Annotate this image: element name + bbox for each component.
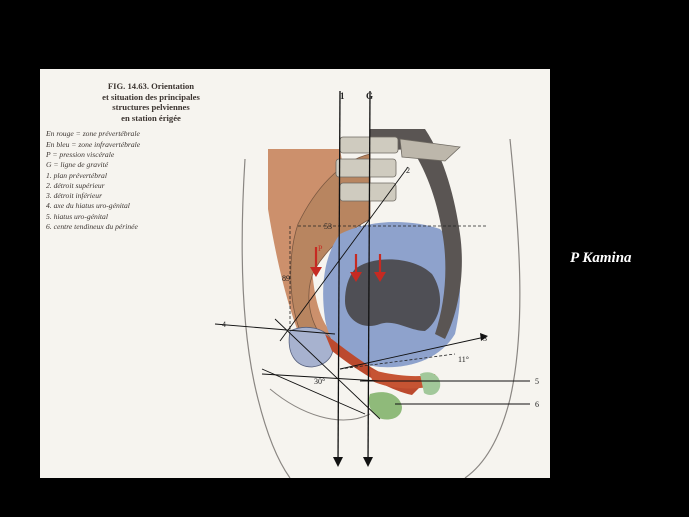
legend-line: P = pression viscérale — [46, 150, 256, 160]
label-11: 11° — [458, 355, 469, 364]
legend-line: En bleu = zone infravertébrale — [46, 140, 256, 150]
author-credit: P Kamina — [570, 250, 632, 267]
thigh-outline — [270, 389, 370, 420]
label-5: 5 — [535, 377, 539, 386]
label-30: 30° — [314, 377, 325, 386]
label-g: G — [366, 91, 373, 101]
vertebra-2 — [336, 159, 396, 177]
figure-legend: En rouge = zone prévertébrale En bleu = … — [46, 129, 256, 232]
line-1-arrowhead — [333, 457, 343, 467]
caption-line: structures pelviennes — [46, 102, 256, 113]
figure-caption: FIG. 14.63. Orientation et situation des… — [46, 81, 256, 232]
label-3: 3 — [483, 334, 487, 343]
caption-line: FIG. 14.63. Orientation — [46, 81, 256, 92]
vertebra-1 — [340, 137, 398, 153]
label-2: 2 — [406, 166, 410, 175]
vertebra-3 — [340, 183, 396, 201]
label-p: P — [318, 244, 323, 253]
visceral-mass — [345, 259, 440, 331]
anal-canal-green — [420, 372, 440, 395]
caption-line: et situation des principales — [46, 92, 256, 103]
line-30-b — [262, 369, 365, 414]
pelvis-figure: 1 G 53 89 P 11° 30° 2 3 4 5 6 FIG. 14.63… — [40, 69, 550, 478]
legend-line: 4. axe du hiatus uro-génital — [46, 201, 256, 211]
legend-line: En rouge = zone prévertébrale — [46, 129, 256, 139]
label-53: 53 — [324, 222, 332, 231]
legend-line: 1. plan prévertébral — [46, 171, 256, 181]
body-outline-back — [465, 139, 520, 478]
caption-title: FIG. 14.63. Orientation et situation des… — [46, 81, 256, 123]
perineal-center — [369, 392, 402, 419]
legend-line: 2. détroit supérieur — [46, 181, 256, 191]
legend-line: 6. centre tendineux du périnée — [46, 222, 256, 232]
caption-line: en station érigée — [46, 113, 256, 124]
label-4: 4 — [222, 320, 226, 329]
label-1: 1 — [340, 91, 345, 101]
line-g-arrowhead — [363, 457, 373, 467]
label-89: 89 — [282, 274, 290, 283]
legend-line: 5. hiatus uro-génital — [46, 212, 256, 222]
legend-line: G = ligne de gravité — [46, 160, 256, 170]
label-6: 6 — [535, 400, 539, 409]
legend-line: 3. détroit inférieur — [46, 191, 256, 201]
